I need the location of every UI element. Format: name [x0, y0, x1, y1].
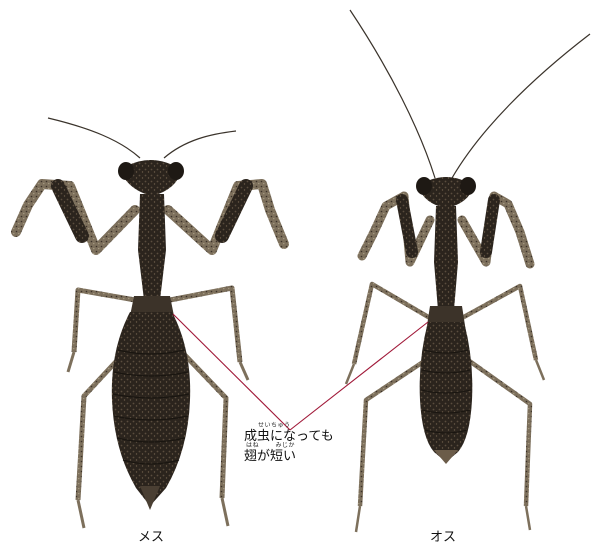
annotation-pointer-lines	[173, 314, 428, 430]
male-leg-mid-left	[354, 284, 430, 364]
male-abdomen	[420, 322, 473, 462]
female-mantis	[16, 118, 284, 528]
annotation-caption: せいちゅう 成虫になっても はね みじか 翅が短い	[244, 423, 334, 463]
male-prothorax	[434, 206, 458, 310]
pointer-line-female	[173, 314, 290, 430]
male-foreleg-left	[362, 196, 430, 262]
male-leg-mid-right	[462, 286, 536, 360]
female-abdomen	[112, 312, 190, 506]
male-leg-hind-left	[360, 360, 426, 506]
male-antenna-right	[452, 34, 590, 178]
female-prothorax	[138, 194, 166, 300]
female-antenna-left	[48, 118, 140, 158]
male-antenna-left	[350, 10, 435, 178]
female-label: メス	[138, 526, 164, 545]
ruby-hane: はね	[246, 442, 259, 449]
female-antenna-right	[164, 131, 236, 158]
female-eye-right	[168, 162, 184, 180]
female-eye-left	[118, 162, 134, 180]
male-cerci	[434, 450, 458, 464]
ruby-mijika: みじか	[275, 442, 295, 449]
male-leg-hind-right	[468, 360, 530, 506]
male-mantis	[346, 10, 590, 532]
ruby-seichuu: せいちゅう	[258, 422, 291, 429]
male-eye-left	[416, 177, 432, 195]
male-eye-right	[460, 177, 476, 195]
annotation-line-2: 翅が短い	[244, 450, 334, 463]
male-label: オス	[430, 526, 456, 545]
